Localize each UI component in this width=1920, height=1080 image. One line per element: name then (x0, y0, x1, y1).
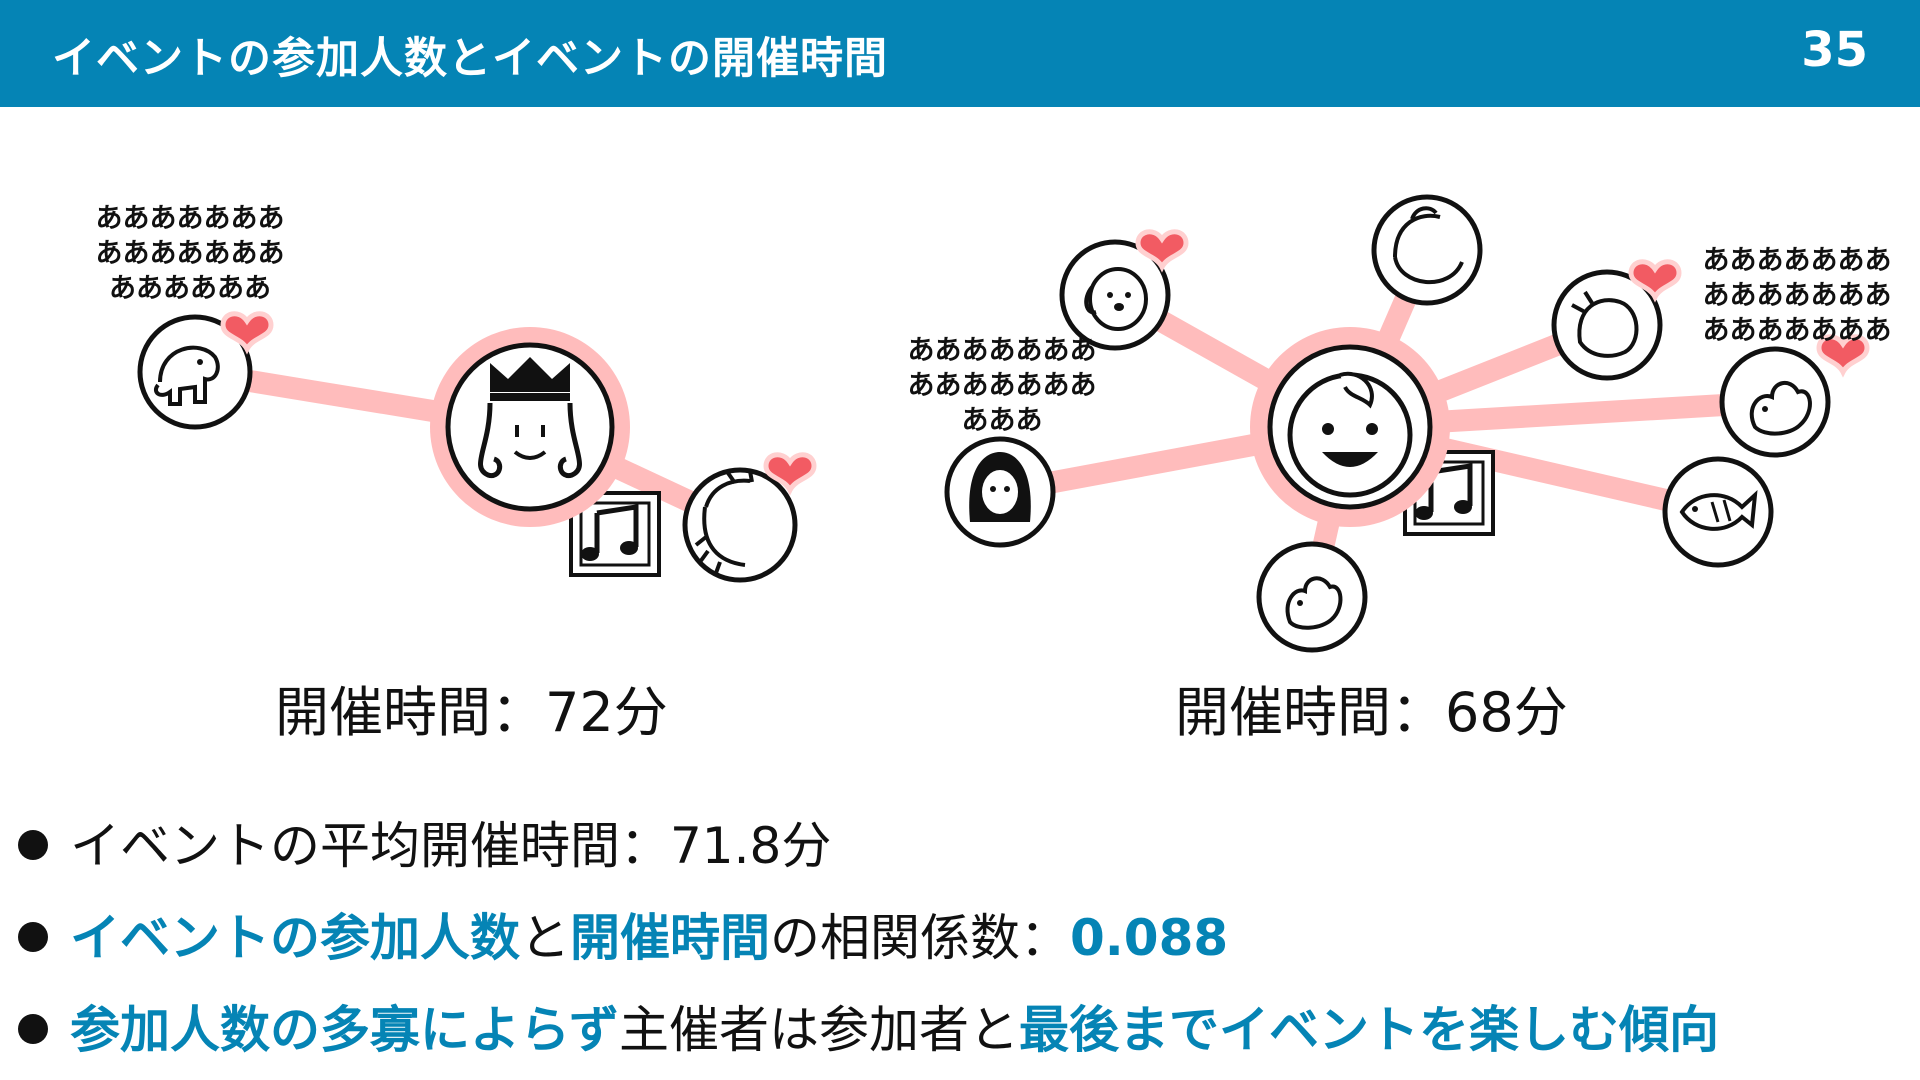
plain-text: イベントの平均開催時間：71.8分 (70, 817, 832, 875)
comment-line: あああああああ (908, 370, 1097, 401)
bullet-text: イベントの平均開催時間：71.8分 (70, 817, 831, 875)
comment-line: あああああああ (96, 238, 285, 269)
lion-icon (682, 467, 798, 583)
slide-header: イベントの参加人数とイベントの開催時間 35 (0, 0, 1920, 107)
page-number: 35 (1801, 22, 1868, 78)
bullet-item: 参加人数の多寡によらず主催者は参加者と最後までイベントを楽しむ傾向 (14, 984, 1719, 1076)
highlight-text: イベントの参加人数 (70, 909, 520, 967)
highlight-text: 開催時間 (570, 909, 770, 967)
right-network: あああああああ あああああああ あああ あああああああ あああああああ ああああ… (908, 194, 1892, 653)
bullet-dot (18, 1013, 48, 1044)
bird-icon (1551, 269, 1663, 381)
girl-hood-icon (944, 436, 1056, 548)
comment-line: あああああああ (1703, 245, 1892, 276)
slide-title: イベントの参加人数とイベントの開催時間 (52, 34, 888, 84)
comment-line: あああああああ (1703, 315, 1892, 346)
boy-icon (1250, 327, 1450, 527)
elephant-icon (137, 314, 253, 430)
highlight-text: 0.088 (1070, 909, 1229, 967)
bullet-item: イベントの参加人数と開催時間の相関係数：0.088 (14, 892, 1719, 984)
network-diagrams: あああああああ あああああああ ああああああ (96, 194, 1892, 653)
bullet-list: イベントの平均開催時間：71.8分 イベントの参加人数と開催時間の相関係数：0.… (14, 800, 1719, 1076)
comment-line: あああ (962, 405, 1043, 436)
plain-text: 主催者は参加者と (619, 1001, 1019, 1059)
comment-line: あああああああ (908, 335, 1097, 366)
highlight-text: 参加人数の多寡によらず (70, 1001, 619, 1059)
bullet-item: イベントの平均開催時間：71.8分 (14, 800, 1719, 892)
squirrel-icon (1256, 541, 1368, 653)
left-network: あああああああ あああああああ ああああああ (96, 203, 815, 583)
queen-icon (430, 327, 630, 527)
plain-text: と (520, 909, 570, 967)
plain-text: の相関係数： (770, 909, 1070, 967)
bullet-text: 参加人数の多寡によらず主催者は参加者と最後までイベントを楽しむ傾向 (70, 1001, 1719, 1059)
bullet-text: イベントの参加人数と開催時間の相関係数：0.088 (70, 909, 1228, 967)
bullet-dot (18, 829, 48, 860)
highlight-text: 最後までイベントを楽しむ傾向 (1019, 1001, 1719, 1059)
left-caption: 開催時間：72分 (275, 681, 668, 744)
dog-icon (1059, 239, 1171, 351)
squirrel-icon (1719, 346, 1831, 458)
bullet-dot (18, 921, 48, 952)
comment-line: あああああああ (96, 203, 285, 234)
baby-icon (1371, 194, 1483, 306)
comment-line: あああああああ (1703, 280, 1892, 311)
fish-icon (1662, 456, 1774, 568)
comment-line: ああああああ (109, 273, 271, 304)
right-caption: 開催時間：68分 (1175, 681, 1568, 744)
